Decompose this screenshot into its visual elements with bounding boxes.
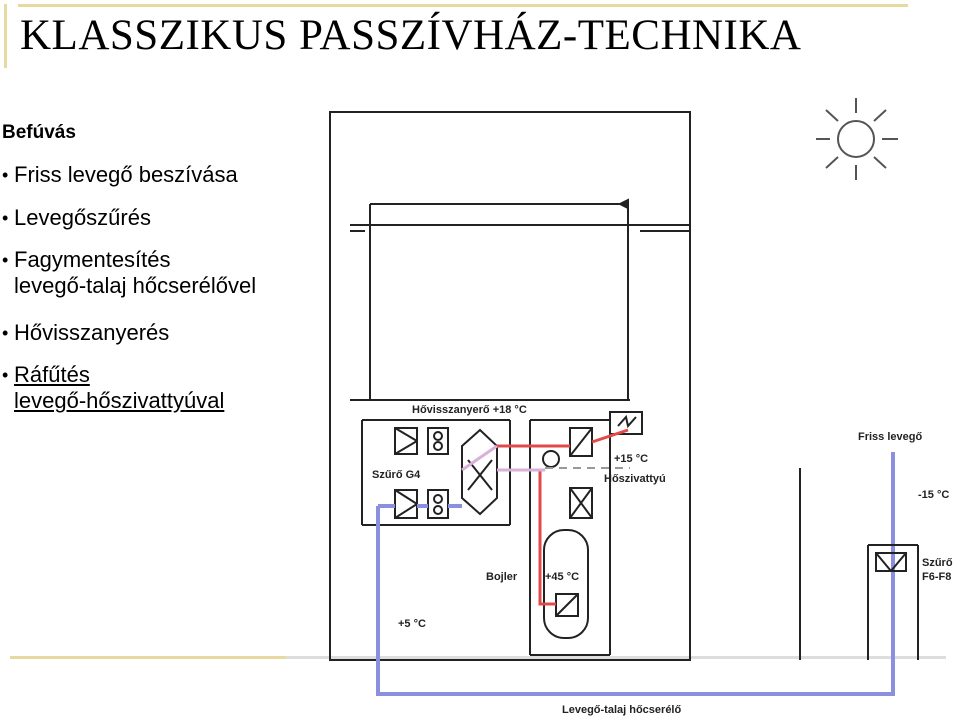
bullet-text-line2: levegő-talaj hőcserélővel — [14, 273, 257, 298]
label-filter-f6: Szűrő — [922, 557, 953, 569]
heat-pump-unit-icon — [542, 427, 593, 519]
label-heat-pump: Hőszivattyú — [604, 473, 666, 485]
label-plus5: +5 °C — [398, 618, 426, 630]
label-heat-recovery: Hővisszanyerő +18 °C — [412, 404, 527, 416]
intake-column — [799, 468, 919, 660]
house-outline — [329, 111, 691, 661]
boiler-tank-icon — [543, 529, 589, 639]
ground-line-rule — [286, 656, 946, 659]
bullet-text: Hővisszanyerés — [14, 320, 170, 345]
bullet-dot: • — [2, 208, 9, 228]
bullet-dot: • — [2, 365, 9, 385]
filter-g4-upper-icon — [394, 427, 418, 455]
slide-title: KLASSZIKUS PASSZÍVHÁZ-TECHNIKA — [20, 12, 802, 59]
bullet-text-line2: levegő-hőszivattyúval — [14, 388, 225, 413]
label-minus15: -15 °C — [918, 489, 949, 501]
title-rule-left — [4, 4, 7, 68]
warm-air-duct — [497, 428, 629, 606]
bullet-dot: • — [2, 165, 9, 185]
label-filter-f6-class: F6-F8 — [922, 571, 951, 583]
heat-exchanger-icon — [461, 428, 498, 516]
title-rule — [18, 4, 908, 7]
fan-upper-icon — [427, 427, 449, 455]
label-plus45: +45 °C — [545, 571, 579, 583]
mixed-air-duct — [461, 444, 545, 472]
bullet-text: Friss levegő beszívása — [14, 162, 238, 187]
sun-icon — [816, 98, 898, 180]
bullet-text: Ráfűtés — [14, 362, 90, 387]
bullet-text: Levegőszűrés — [14, 205, 151, 230]
bullet-dot: • — [2, 250, 9, 270]
section-heading: Befúvás — [2, 122, 76, 143]
label-ground-exchanger: Levegő-talaj hőcserélő — [562, 704, 681, 716]
label-boiler: Bojler — [486, 571, 518, 583]
filter-f6-icon — [875, 552, 907, 572]
label-fresh-air: Friss levegő — [858, 431, 922, 443]
label-filter-g4: Szűrő G4 — [372, 469, 421, 481]
bullet-dot: • — [2, 323, 9, 343]
bullet-text: Fagymentesítés — [14, 247, 171, 272]
footer-rule — [10, 656, 286, 659]
fan-lower-icon — [427, 489, 449, 519]
cold-air-duct — [376, 452, 895, 696]
label-plus15: +15 °C — [614, 453, 648, 465]
filter-g4-lower-icon — [394, 489, 418, 519]
electric-heater-icon — [609, 411, 643, 435]
upper-ducts — [350, 198, 690, 400]
mechanical-room — [350, 399, 630, 656]
